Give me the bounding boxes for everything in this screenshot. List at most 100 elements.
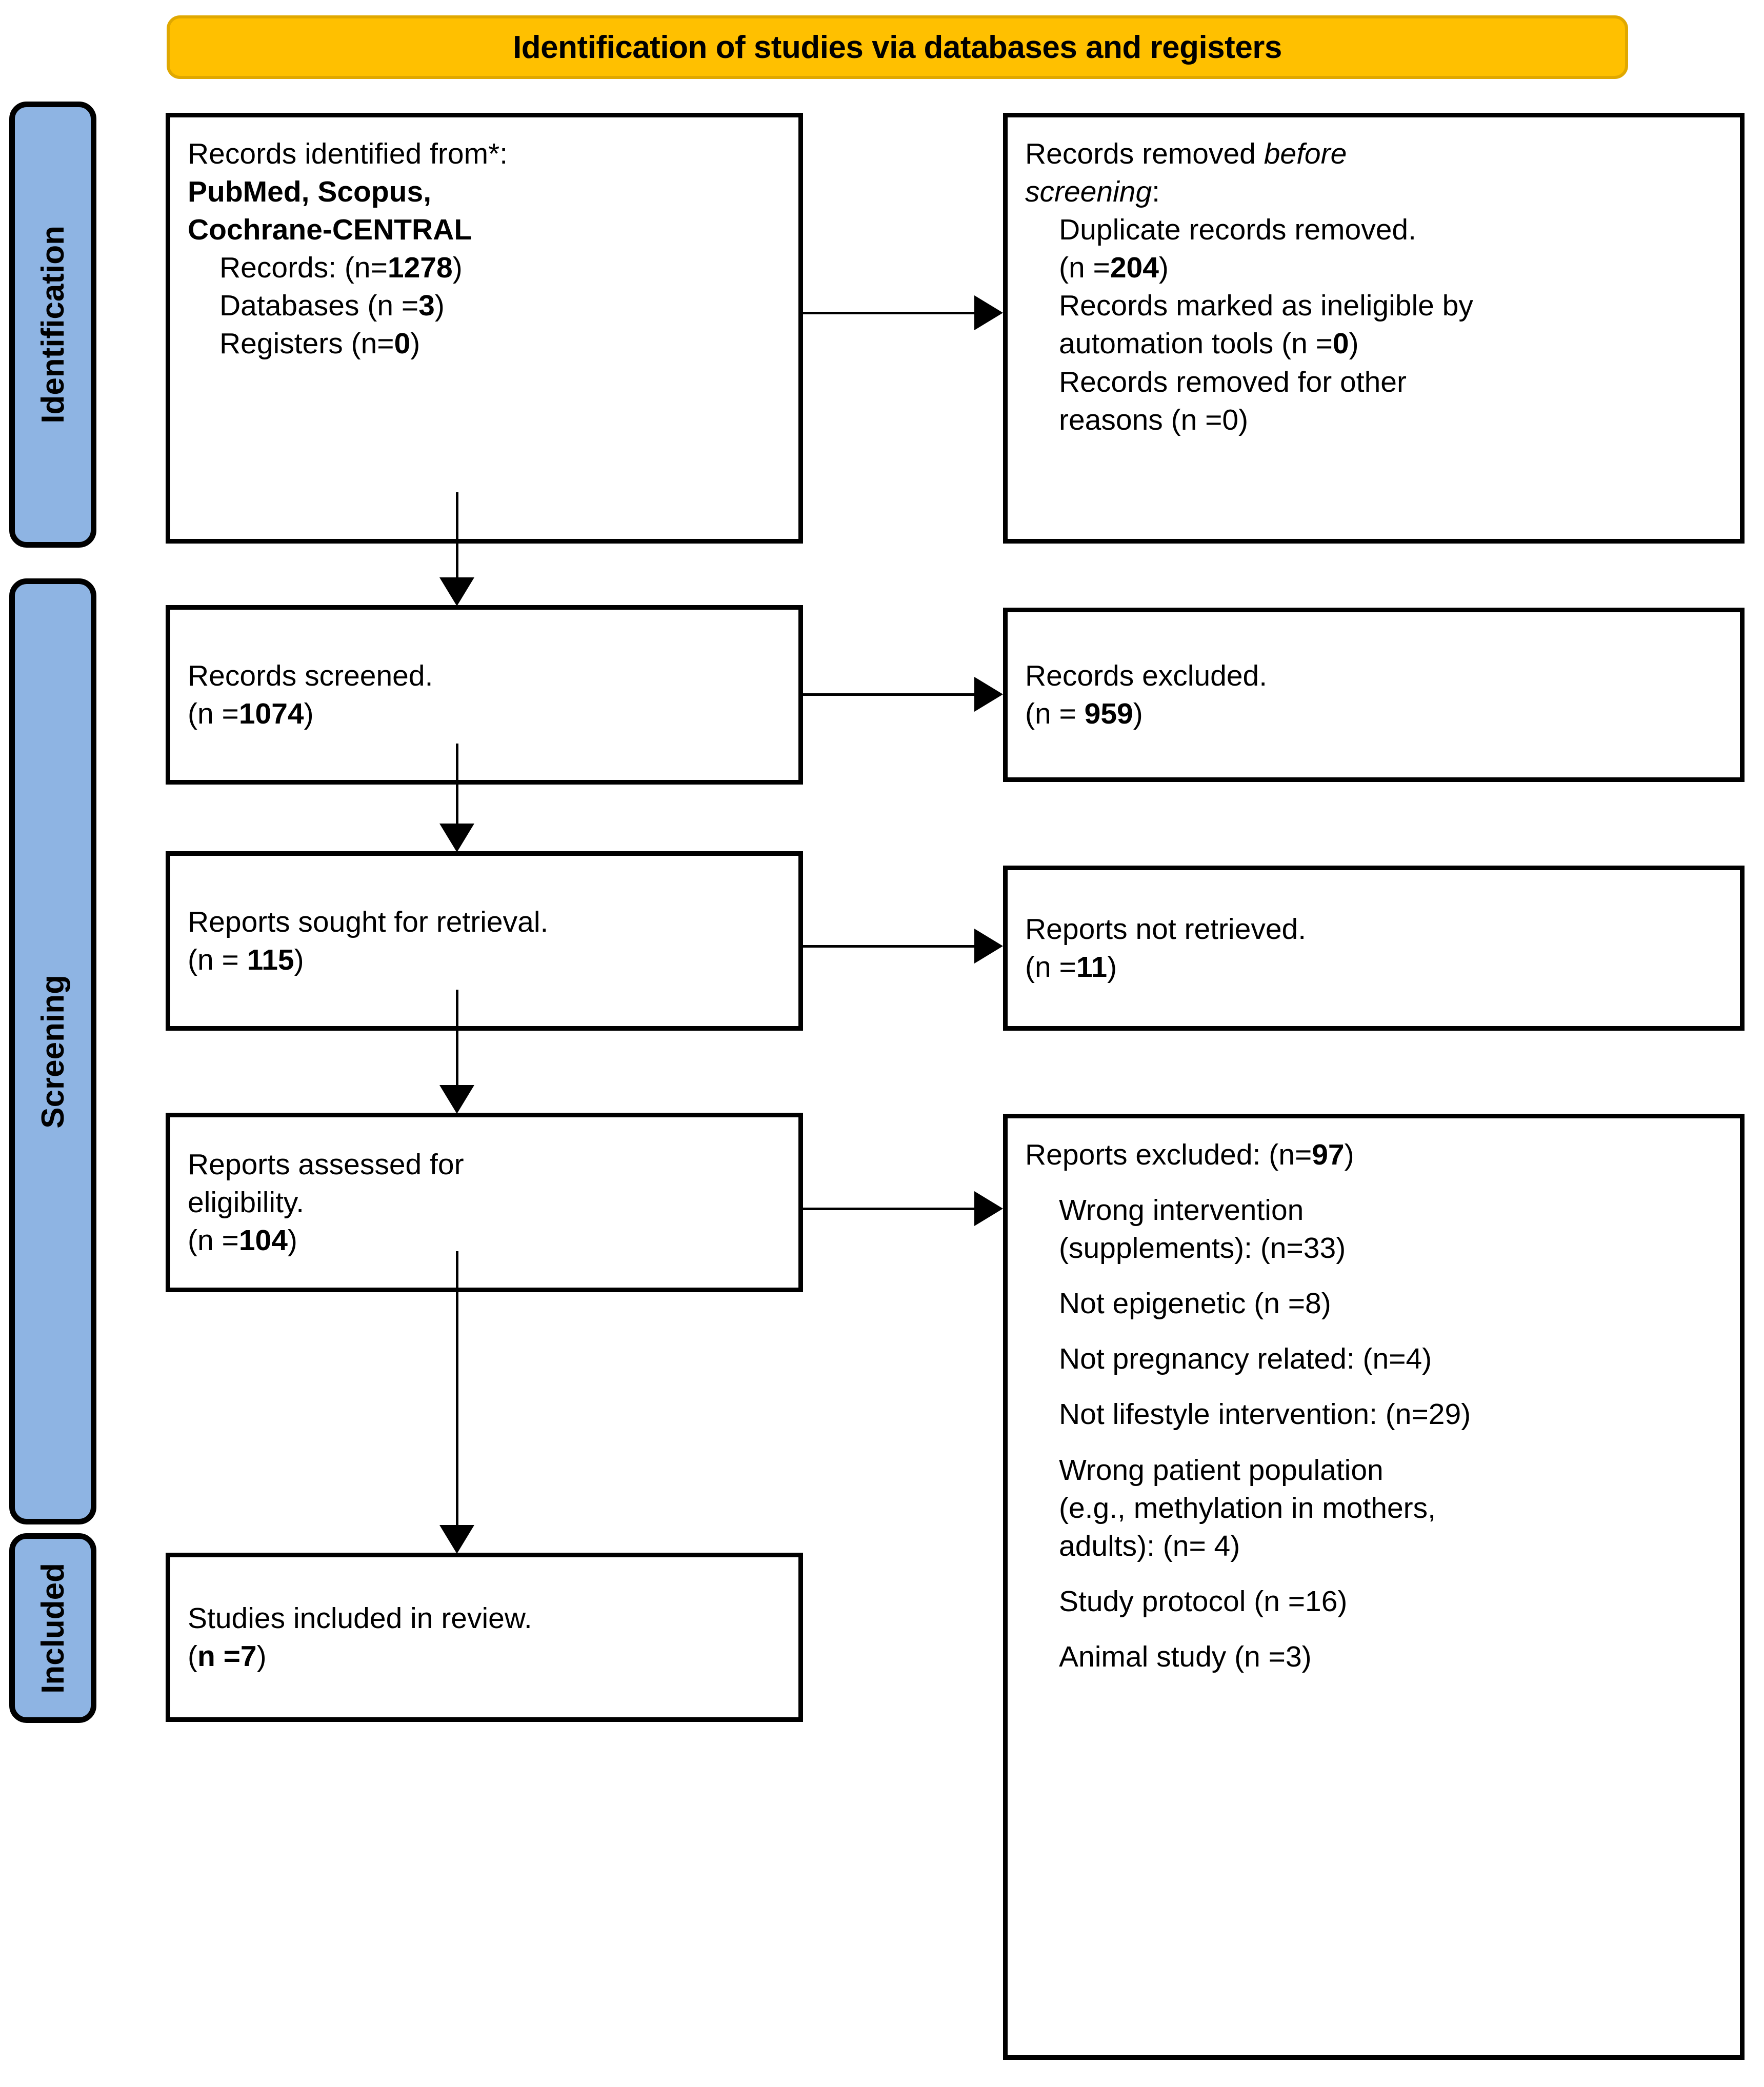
stage-label-identification: Identification (35, 226, 71, 424)
spacer (1025, 1620, 1725, 1638)
records-count-suffix: ) (452, 251, 463, 285)
arrowhead-down-sought (439, 824, 474, 852)
records-identified-databases-count: Databases (n =3) (188, 287, 783, 325)
records-removed-prefix: Records removed (1025, 137, 1264, 170)
arrowhead-right-removed (974, 295, 1003, 330)
removed-other-reasons-line2: reasons (n =0) (1059, 403, 1249, 436)
spacer (1025, 1378, 1725, 1395)
registers-count-label: Registers (n= (219, 327, 394, 360)
duplicates-count-value: 204 (1110, 251, 1159, 285)
not-retrieved-count-suffix: ) (1107, 951, 1117, 984)
connector-sought-to-not-retrieved (803, 945, 976, 948)
duplicates-count-suffix: ) (1158, 251, 1169, 285)
connector-assessed-to-reports-excluded (803, 1208, 976, 1210)
arrowhead-right-excluded (974, 677, 1003, 712)
reports-assessed-line1: Reports assessed for (188, 1148, 464, 1181)
databases-count-suffix: ) (434, 289, 445, 323)
stage-label-screening: Screening (35, 974, 71, 1129)
arrowhead-down-assessed (439, 1085, 474, 1114)
records-count-label: Records: (n= (219, 251, 388, 285)
records-removed-line1: Records removed before (1025, 135, 1725, 173)
box-records-removed-before-screening: Records removed before screening: Duplic… (1003, 113, 1745, 544)
box-reports-excluded-reasons: Reports excluded: (n=97) Wrong intervent… (1003, 1114, 1745, 2060)
sought-count-label: (n = (188, 944, 247, 976)
records-removed-emphasis-screening: screening (1025, 175, 1152, 209)
not-retrieved-count-label: (n = (1025, 951, 1076, 984)
excluded-count-suffix: ) (1133, 697, 1143, 730)
arrowhead-right-not-retrieved (974, 929, 1003, 964)
assessed-count-value: 104 (238, 1224, 288, 1257)
connector-identified-to-screened (456, 492, 458, 579)
included-count-value: n =7 (197, 1640, 257, 1673)
studies-included-label: Studies included in review. (188, 1601, 532, 1635)
arrowhead-down-screened (439, 577, 474, 606)
sought-count-suffix: ) (294, 944, 304, 976)
screened-count-value: 1074 (238, 697, 304, 730)
stage-label-included: Included (35, 1562, 71, 1694)
records-excluded-label: Records excluded. (1025, 659, 1268, 692)
records-screened-label: Records screened. (188, 659, 433, 692)
reports-sought-label: Reports sought for retrieval. (188, 905, 549, 938)
excluded-count-label: (n = (1025, 697, 1085, 730)
sought-count-value: 115 (247, 944, 294, 976)
box-reports-sought: Reports sought for retrieval. (n = 115) (166, 851, 803, 1031)
reports-assessed-line2: eligibility. (188, 1186, 305, 1219)
box-reports-not-retrieved: Reports not retrieved. (n =11) (1003, 866, 1745, 1031)
records-identified-line1: Records identified from*: (188, 137, 508, 170)
databases-count-label: Databases (n = (219, 289, 419, 323)
excluded-count-value: 959 (1084, 697, 1133, 730)
banner-identification-header: Identification of studies via databases … (167, 15, 1628, 79)
arrowhead-down-included (439, 1525, 474, 1554)
reports-excluded-suffix: ) (1344, 1138, 1354, 1171)
connector-identified-to-removed (803, 312, 976, 314)
duplicate-records-removed-label: Duplicate records removed. (1059, 213, 1416, 247)
reports-excluded-value: 97 (1312, 1138, 1345, 1171)
automation-count-suffix: ) (1349, 327, 1359, 360)
screened-count-label: (n = (188, 697, 239, 730)
records-identified-sources-2: Cochrane-CENTRAL (188, 213, 472, 247)
records-removed-emphasis-before: before (1264, 137, 1347, 170)
assessed-count-label: (n = (188, 1224, 239, 1257)
connector-screened-to-sought (456, 744, 458, 825)
connector-sought-to-assessed (456, 990, 458, 1086)
exclusion-reason-line: Study protocol (n =16) (1059, 1584, 1348, 1618)
assessed-count-suffix: ) (287, 1224, 297, 1257)
records-identified-registers-count: Registers (n=0) (188, 325, 783, 363)
ineligible-automation-line2: automation tools (n =0) (1025, 325, 1725, 363)
spacer (1025, 1434, 1725, 1451)
reports-excluded-header: Reports excluded: (n=97) (1025, 1136, 1725, 1174)
connector-screened-to-excluded (803, 693, 976, 696)
spacer (1025, 1322, 1725, 1340)
reports-not-retrieved-label: Reports not retrieved. (1025, 912, 1307, 946)
spacer (1025, 1174, 1725, 1191)
exclusion-reason-line: Not pregnancy related: (n=4) (1059, 1342, 1432, 1376)
ineligible-automation-line1: Records marked as ineligible by (1059, 289, 1473, 323)
records-removed-colon: : (1152, 175, 1160, 209)
duplicates-count-label: (n = (1059, 251, 1110, 285)
records-identified-records-count: Records: (n=1278) (188, 249, 783, 287)
box-studies-included: Studies included in review. (n =7) (166, 1553, 803, 1722)
screened-count-suffix: ) (304, 697, 314, 730)
spacer (1025, 1267, 1725, 1285)
databases-count-value: 3 (418, 289, 435, 323)
stage-bar-included: Included (9, 1533, 96, 1723)
not-retrieved-count-value: 11 (1076, 951, 1108, 984)
box-records-identified: Records identified from*: PubMed, Scopus… (166, 113, 803, 544)
included-count-prefix: ( (188, 1640, 197, 1673)
connector-assessed-to-included (456, 1251, 458, 1526)
automation-count-value: 0 (1332, 327, 1349, 360)
exclusion-reason-line: Wrong intervention (1059, 1194, 1304, 1227)
box-reports-assessed-eligibility: Reports assessed for eligibility. (n =10… (166, 1113, 803, 1292)
reports-not-retrieved-count: (n =11) (1025, 948, 1725, 986)
automation-count-label: automation tools (n = (1059, 327, 1333, 360)
records-count-value: 1278 (387, 251, 453, 285)
records-screened-count: (n =1074) (188, 695, 783, 733)
duplicate-records-removed-count: (n =204) (1025, 249, 1725, 287)
exclusion-reason-line: Wrong patient population (1059, 1453, 1384, 1487)
removed-other-reasons-line1: Records removed for other (1059, 365, 1407, 398)
records-removed-line2: screening: (1025, 173, 1725, 211)
exclusion-reason-line: Not epigenetic (n =8) (1059, 1287, 1331, 1320)
registers-count-value: 0 (394, 327, 411, 360)
banner-title: Identification of studies via databases … (513, 29, 1282, 65)
